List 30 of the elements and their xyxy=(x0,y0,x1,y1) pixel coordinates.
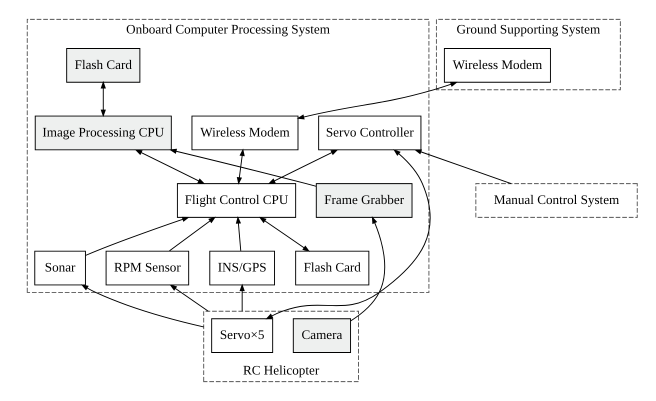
node-box: Flash Card xyxy=(294,250,369,286)
arrow xyxy=(84,216,190,256)
arrow xyxy=(414,149,512,184)
arrow xyxy=(168,284,208,312)
node-box: Flash Card xyxy=(66,48,140,83)
arrow xyxy=(235,216,241,252)
node-box: Manual Control System xyxy=(474,183,638,218)
node-box: Wireless Modem xyxy=(190,116,298,150)
arrow xyxy=(350,216,385,322)
arrow xyxy=(236,148,244,185)
arrow xyxy=(239,284,244,312)
node-box: RPM Sensor xyxy=(105,250,189,286)
arrow xyxy=(267,149,338,184)
node-box: Servo×5 xyxy=(210,318,273,353)
node-box: Wireless Modem xyxy=(443,48,550,83)
node-box: INS/GPS xyxy=(208,250,275,286)
node-box: Frame Grabber xyxy=(315,183,412,218)
node-box: Sonar xyxy=(34,250,86,286)
arrow xyxy=(168,148,316,187)
node-box: Image Processing CPU xyxy=(34,116,172,150)
arrow xyxy=(258,216,310,252)
arrow xyxy=(296,82,458,120)
arrow xyxy=(80,284,204,328)
arrow xyxy=(168,216,216,252)
node-box: Flight Control CPU xyxy=(176,183,296,218)
node-box: Camera xyxy=(292,318,351,353)
arrow xyxy=(264,149,430,320)
arrow xyxy=(100,80,106,118)
node-box: Servo Controller xyxy=(318,116,421,150)
arrow xyxy=(134,149,205,184)
